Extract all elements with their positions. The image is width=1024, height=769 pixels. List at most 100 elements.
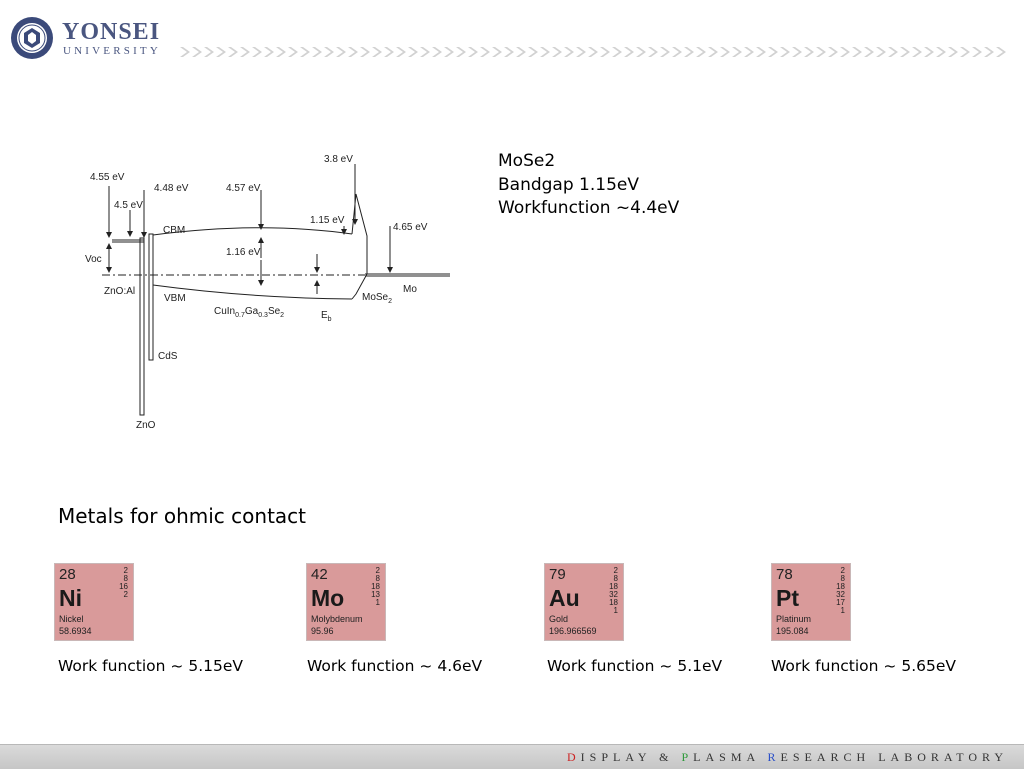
chevron-mark	[264, 47, 274, 57]
chevron-mark	[660, 47, 670, 57]
chevron-mark	[720, 47, 730, 57]
chevron-mark	[804, 47, 814, 57]
logo-title: YONSEI	[62, 19, 161, 45]
atomic-number: 78	[776, 566, 793, 583]
chevron-mark	[564, 47, 574, 57]
label-zno: ZnO	[136, 420, 156, 431]
chevron-mark	[960, 47, 970, 57]
chevron-mark	[744, 47, 754, 57]
chevron-mark	[936, 47, 946, 57]
chevron-mark	[852, 47, 862, 57]
logo-subtitle: UNIVERSITY	[63, 45, 161, 57]
chevron-mark	[948, 47, 958, 57]
band-diagram: 4.55 eV 4.5 eV 4.48 eV 4.57 eV 3.8 eV 1.…	[85, 154, 450, 431]
chevron-mark	[408, 47, 418, 57]
chevron-mark	[276, 47, 286, 57]
chevron-mark	[972, 47, 982, 57]
chevron-mark	[360, 47, 370, 57]
chevron-mark	[444, 47, 454, 57]
chevron-mark	[828, 47, 838, 57]
chevron-mark	[624, 47, 634, 57]
chevron-mark	[636, 47, 646, 57]
chevron-mark	[816, 47, 826, 57]
chevron-mark	[888, 47, 898, 57]
chevron-mark	[876, 47, 886, 57]
chevron-mark	[216, 47, 226, 57]
chevron-mark	[228, 47, 238, 57]
yonsei-logo: YONSEI UNIVERSITY	[10, 16, 170, 64]
label-voc: Voc	[85, 254, 102, 265]
chevron-mark	[612, 47, 622, 57]
chevron-mark	[372, 47, 382, 57]
lab-initial-r: R	[767, 750, 781, 764]
chevron-mark	[996, 47, 1006, 57]
note-material: MoSe2	[498, 151, 556, 171]
chevron-mark	[840, 47, 850, 57]
chevron-mark	[504, 47, 514, 57]
chevron-mark	[396, 47, 406, 57]
element-name: Nickel	[59, 614, 84, 624]
label-4-55-ev: 4.55 eV	[90, 172, 125, 183]
chevron-mark	[984, 47, 994, 57]
element-symbol: Mo	[311, 585, 345, 611]
mose2-note: MoSe2 Bandgap 1.15eV Workfunction ~4.4eV	[498, 150, 679, 221]
label-vbm: VBM	[164, 293, 186, 304]
chevron-mark	[588, 47, 598, 57]
chevron-mark	[468, 47, 478, 57]
chevron-mark	[516, 47, 526, 57]
chevron-mark	[780, 47, 790, 57]
chevron-mark	[348, 47, 358, 57]
label-eb: Eb	[321, 310, 332, 323]
chevron-mark	[528, 47, 538, 57]
note-workfunction: Workfunction ~4.4eV	[498, 198, 680, 218]
chevron-mark	[192, 47, 202, 57]
lab-name: DISPLAY & PLASMA RESEARCH LABORATORY	[566, 750, 1008, 764]
atomic-mass: 196.966569	[549, 626, 597, 636]
chevron-mark	[540, 47, 550, 57]
chevron-mark	[204, 47, 214, 57]
label-mose2: MoSe2	[362, 292, 392, 305]
lab-initial-d: D	[566, 750, 581, 764]
element-symbol: Ni	[59, 585, 82, 611]
label-mo: Mo	[403, 284, 417, 295]
label-cigs: CuIn0.7Ga0.3Se2	[214, 306, 284, 319]
atomic-mass: 195.084	[776, 626, 809, 636]
label-4-48-ev: 4.48 eV	[154, 183, 189, 194]
chevron-mark	[792, 47, 802, 57]
chevron-mark	[252, 47, 262, 57]
university-seal-icon	[11, 17, 53, 59]
label-3-8-ev: 3.8 eV	[324, 154, 353, 165]
atomic-number: 79	[549, 566, 566, 583]
chevron-mark	[336, 47, 346, 57]
label-cbm: CBM	[163, 225, 185, 236]
work-function-ni: Work function ~ 5.15eV	[58, 657, 243, 675]
footer-bar: DISPLAY & PLASMA RESEARCH LABORATORY	[0, 744, 1024, 769]
element-symbol: Au	[549, 585, 580, 611]
chevron-mark	[432, 47, 442, 57]
chevron-mark	[864, 47, 874, 57]
work-function-mo: Work function ~ 4.6eV	[307, 657, 483, 675]
work-function-au: Work function ~ 5.1eV	[547, 657, 723, 675]
chevron-mark	[900, 47, 910, 57]
header-chevron-band	[180, 47, 1006, 57]
lab-initial-p: P	[681, 750, 694, 764]
chevron-mark	[312, 47, 322, 57]
chevron-mark	[912, 47, 922, 57]
chevron-mark	[576, 47, 586, 57]
chevron-mark	[480, 47, 490, 57]
chevron-mark	[492, 47, 502, 57]
chevron-mark	[708, 47, 718, 57]
section-heading: Metals for ohmic contact	[58, 504, 306, 528]
label-4-5-ev: 4.5 eV	[114, 200, 143, 211]
label-1-16-ev: 1.16 eV	[226, 247, 261, 258]
chevron-mark	[240, 47, 250, 57]
chevron-mark	[456, 47, 466, 57]
element-symbol: Pt	[776, 585, 799, 611]
